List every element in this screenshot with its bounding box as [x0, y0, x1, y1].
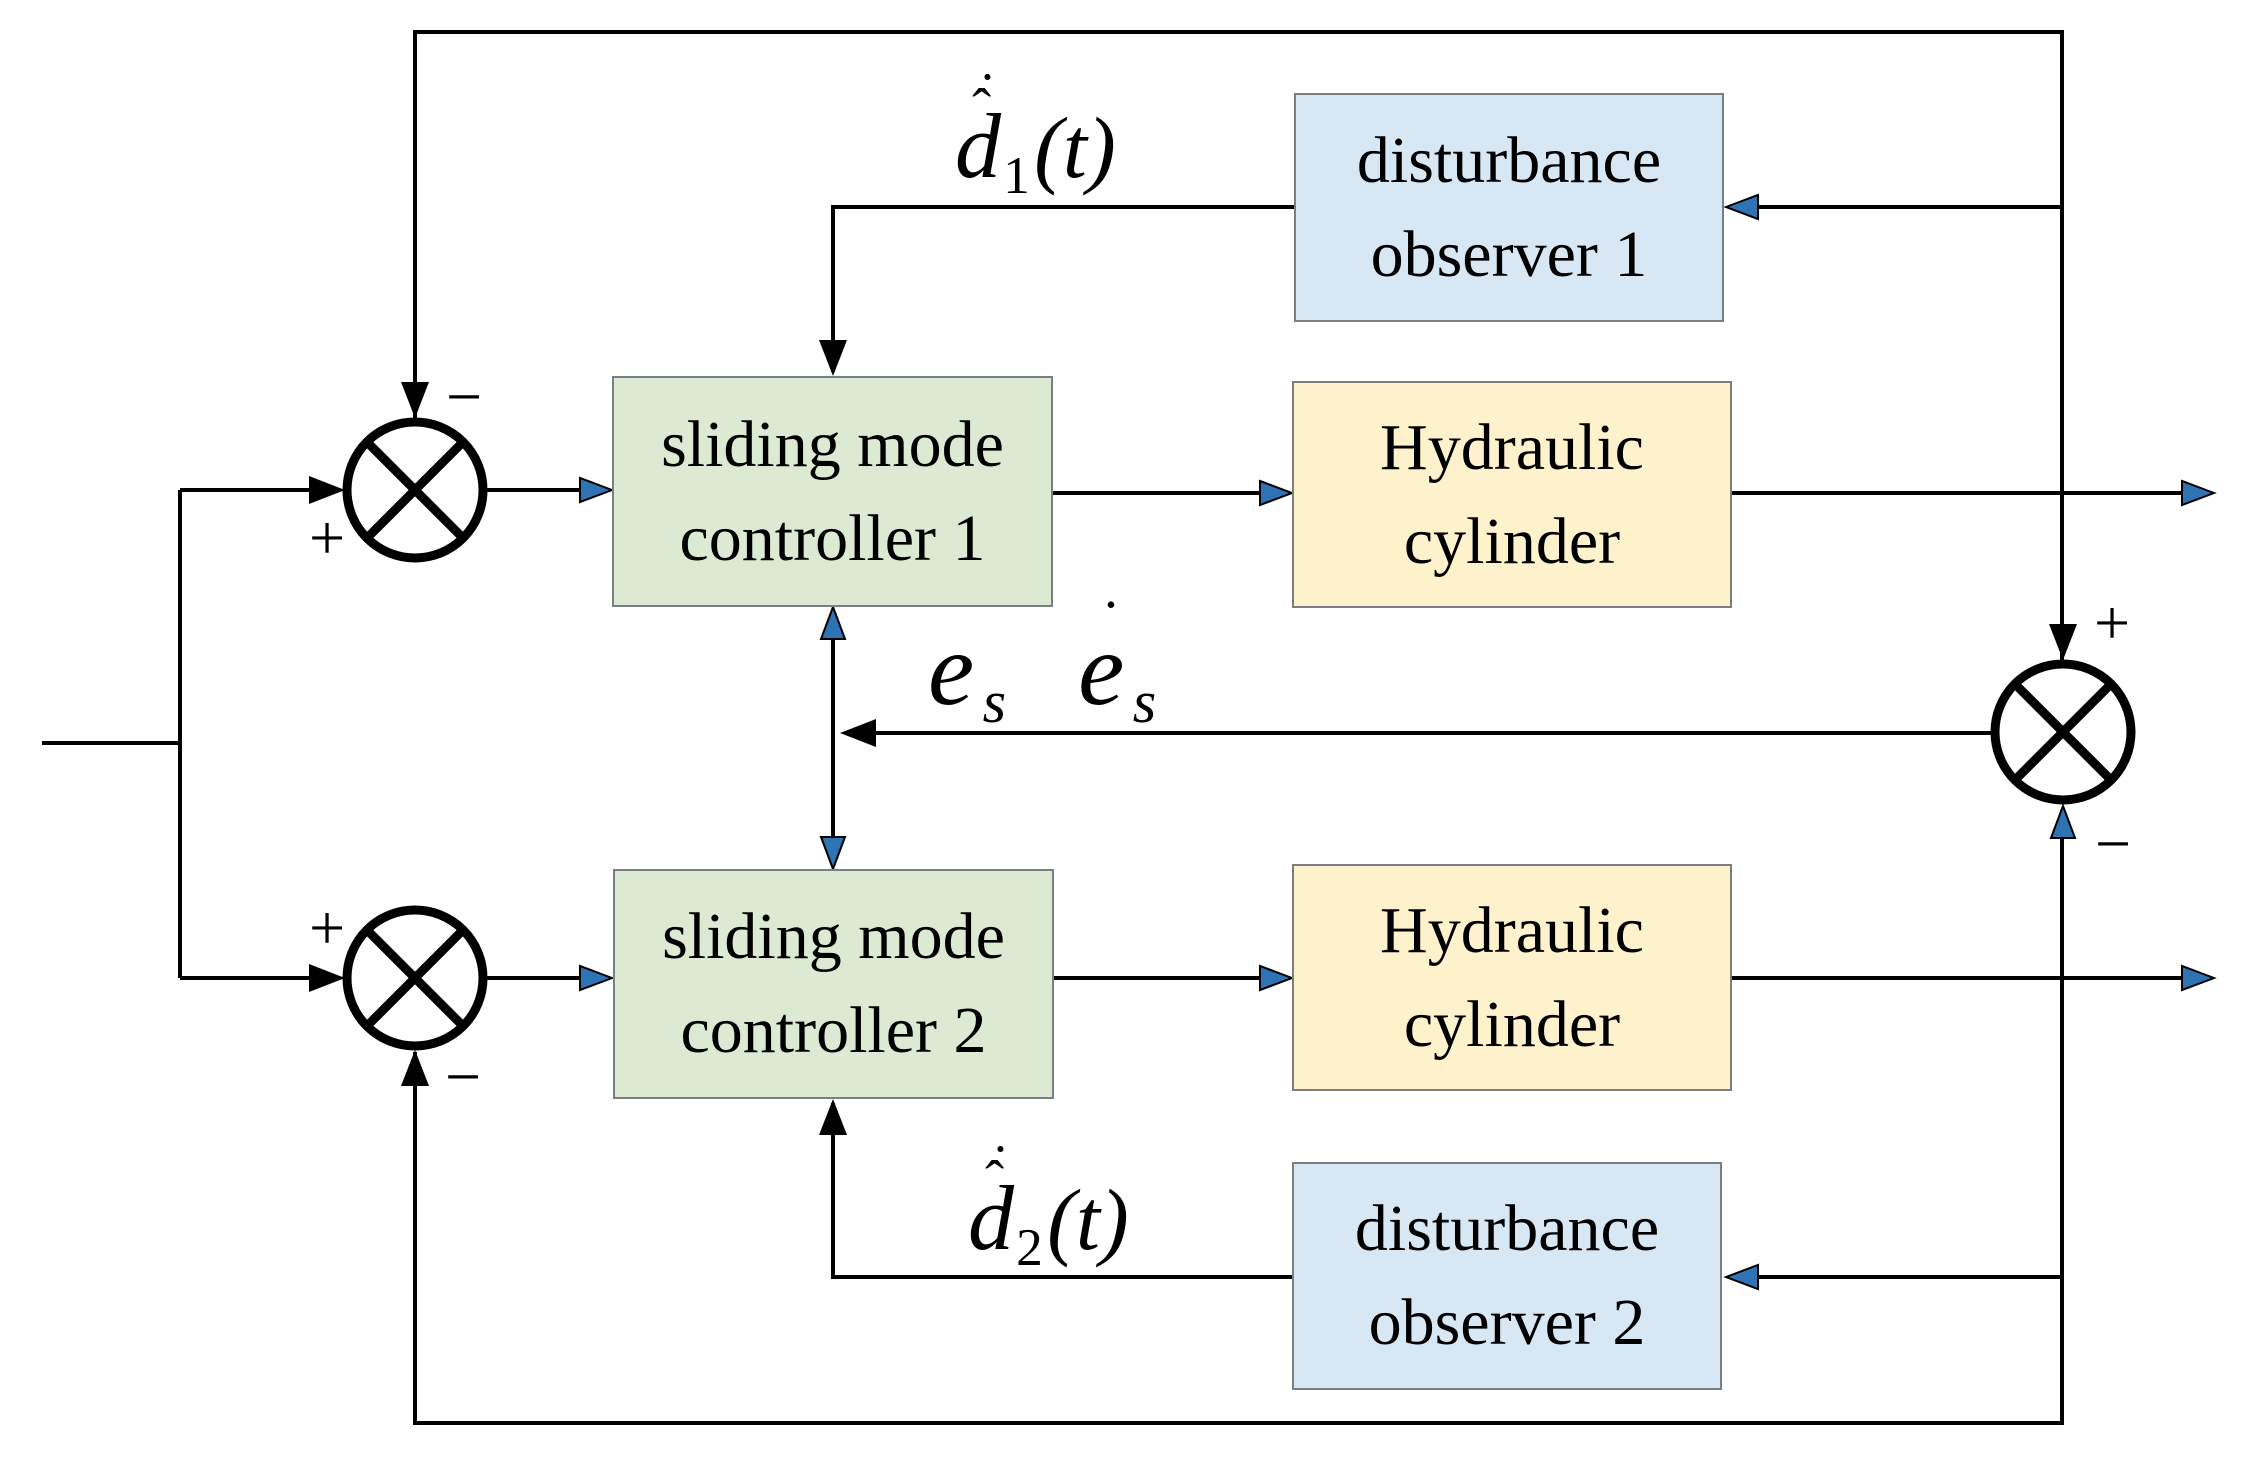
- arrowhead-into-sum1-left: [309, 476, 345, 504]
- variable-d: d: [955, 95, 1001, 197]
- observer2-output-wire: [831, 1103, 1292, 1279]
- block-label-line: Hydraulic: [1380, 893, 1644, 967]
- arrowhead-system2-output: [2181, 964, 2217, 992]
- arrowhead-into-controller1-bottom: [819, 604, 847, 640]
- block-label-line: sliding mode: [661, 407, 1004, 481]
- sum2-minus-sign: −: [444, 1041, 482, 1112]
- label-disturbance-estimate-2: ˙ ˆ d 2(t): [968, 1137, 1129, 1274]
- sum2-plus-sign: +: [308, 892, 346, 963]
- summing-junction-1: [342, 417, 488, 563]
- block-label-line: observer 1: [1370, 217, 1648, 291]
- subscript-1: 1: [1003, 145, 1030, 205]
- bottom-feedback-wire: [413, 810, 2064, 1425]
- arrowhead-into-cylinder2-left: [1259, 964, 1295, 992]
- dot-accent: ˙: [990, 1133, 1010, 1197]
- block-label-line: disturbance: [1354, 1192, 1660, 1266]
- block-label-line: Hydraulic: [1380, 410, 1644, 484]
- sum3-minus-sign: −: [2094, 808, 2132, 879]
- label-disturbance-estimate-1: ˙ ˆ d 1(t): [955, 65, 1116, 202]
- variable-es: e: [928, 612, 975, 727]
- variable-d: d: [968, 1167, 1014, 1269]
- arrowhead-into-sum3-top: [2049, 624, 2077, 660]
- arrowhead-into-sum2-bottom: [401, 1050, 429, 1086]
- block-label-line: observer 2: [1368, 1286, 1646, 1359]
- block-disturbance-observer-1: disturbance observer 1: [1294, 93, 1724, 322]
- block-label-line: cylinder: [1403, 987, 1621, 1061]
- function-of-t: (t): [1034, 100, 1116, 196]
- dot-accent: ˙: [1100, 587, 1122, 657]
- arrowhead-error-junction-left: [840, 719, 876, 747]
- sum3-plus-sign: +: [2093, 587, 2131, 658]
- arrowhead-into-cylinder1-left: [1259, 479, 1295, 507]
- arrowhead-into-sum3-bottom: [2049, 803, 2077, 839]
- arrowhead-into-sum1-top: [401, 382, 429, 418]
- block-label-line: controller 1: [679, 501, 986, 575]
- arrowhead-into-controller2-left: [579, 964, 615, 992]
- subscript-s: s: [1132, 669, 1157, 737]
- arrowhead-system1-output: [2181, 479, 2217, 507]
- arrowhead-into-controller1-left: [579, 476, 615, 504]
- top-feedback-wire: [413, 30, 2064, 660]
- subscript-2: 2: [1016, 1217, 1043, 1277]
- observer1-output-wire: [831, 205, 1294, 372]
- arrowhead-into-controller1-top: [819, 340, 847, 376]
- arrowhead-into-controller2-bottom: [819, 1099, 847, 1135]
- function-of-t: (t): [1047, 1172, 1129, 1268]
- block-hydraulic-cylinder-2: Hydraulic cylinder: [1292, 864, 1732, 1091]
- arrowhead-into-controller2-top: [819, 836, 847, 872]
- arrowhead-into-observer2-right: [1723, 1263, 1759, 1291]
- block-label-line: sliding mode: [662, 900, 1005, 974]
- block-hydraulic-cylinder-1: Hydraulic cylinder: [1292, 381, 1732, 608]
- summing-junction-3: [1990, 659, 2136, 805]
- block-sliding-mode-controller-2: sliding mode controller 2: [613, 869, 1054, 1099]
- summing-junction-2: [342, 905, 488, 1051]
- hat-accent: ˆ: [985, 1149, 1005, 1213]
- hat-accent: ˆ: [972, 77, 992, 141]
- subscript-s: s: [982, 669, 1007, 737]
- block-label-line: controller 2: [680, 994, 987, 1067]
- arrowhead-into-observer1-right: [1723, 193, 1759, 221]
- reference-input-wire: [42, 488, 339, 980]
- variable-es-dot: ˙e: [1078, 587, 1125, 727]
- dot-accent: ˙: [977, 61, 997, 125]
- block-label-line: cylinder: [1403, 504, 1621, 578]
- block-disturbance-observer-2: disturbance observer 2: [1292, 1162, 1722, 1390]
- sum1-plus-sign: +: [308, 502, 346, 573]
- block-label-line: disturbance: [1356, 123, 1662, 197]
- block-sliding-mode-controller-1: sliding mode controller 1: [612, 376, 1053, 607]
- arrowhead-into-sum2-left: [309, 964, 345, 992]
- sum1-minus-sign: −: [445, 361, 483, 432]
